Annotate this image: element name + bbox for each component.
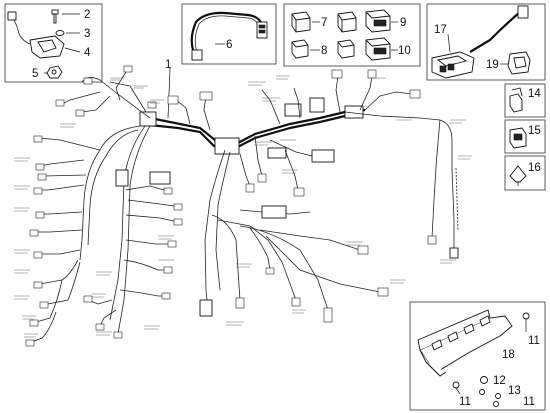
screw-11-bottom: [452, 381, 460, 389]
harness-junction-center: [214, 137, 240, 155]
inset-clip-16-frame: [504, 155, 546, 191]
screw-11-top: [522, 312, 530, 320]
callout-1: 1: [165, 59, 171, 71]
callout-11-top: 11: [528, 335, 540, 347]
clip-14: [509, 93, 523, 113]
callout-16: 16: [528, 162, 541, 174]
callout-12: 12: [493, 375, 506, 387]
center-connector-block: [115, 169, 129, 187]
callout-4: 4: [84, 47, 91, 59]
callout-6: 6: [226, 39, 232, 51]
harness-connector-b: [191, 49, 203, 61]
callout-7: 7: [321, 17, 327, 29]
clips: [509, 87, 527, 186]
switch-assembly: [7, 9, 81, 79]
callout-14: 14: [528, 88, 541, 100]
callout-11-bottom-right: 11: [523, 396, 535, 408]
callout-17: 17: [434, 24, 447, 36]
right-sensor: [449, 247, 459, 259]
washer-part: [55, 30, 65, 36]
callout-10: 10: [398, 45, 411, 57]
washer-12: [480, 376, 488, 384]
callout-8: 8: [321, 45, 327, 57]
screw-13: [495, 393, 501, 399]
callout-3: 3: [84, 28, 90, 40]
screw-part: [51, 9, 59, 15]
switch-connector: [7, 11, 17, 21]
clip-16: [509, 165, 527, 183]
callout-15: 15: [528, 125, 541, 137]
callout-5: 5: [32, 68, 38, 80]
lower-sensor: [199, 299, 213, 317]
callout-9: 9: [400, 17, 406, 29]
bracket-assembly: [417, 309, 530, 407]
callout-18: 18: [502, 349, 515, 361]
main-harness: [14, 65, 472, 347]
annotation-labels: [14, 75, 472, 338]
sub-harness: [190, 11, 268, 61]
callout-11-bottom-left: 11: [459, 396, 471, 408]
callout-13: 13: [508, 385, 521, 397]
callout-2: 2: [84, 9, 90, 21]
harness-junction-left: [139, 111, 157, 127]
sensor-module: [431, 5, 531, 79]
relays: [291, 9, 398, 61]
callout-numbers: 1 2 3 4 5 6 7 8 9 10 11 11 11 12 13 14 1…: [32, 9, 541, 408]
callout-19: 19: [486, 59, 499, 71]
